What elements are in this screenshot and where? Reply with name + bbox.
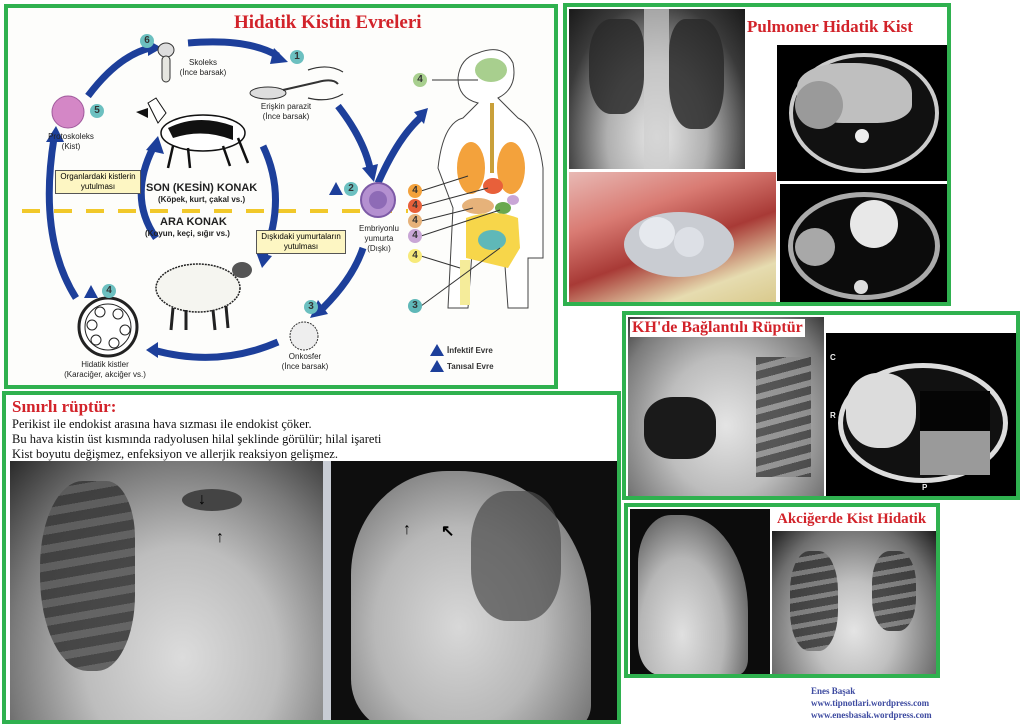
organ-marker-lung: 4 <box>408 184 422 198</box>
ct-label-c: C <box>830 353 836 362</box>
arrowhead-1 <box>270 48 288 64</box>
human-body-illustration <box>437 49 544 309</box>
pulmonary-panel: Pulmoner Hidatik Kist <box>563 3 951 306</box>
stage-label-egg: Embriyonlu yumurta(Dışkı) <box>358 224 399 253</box>
scolex-illustration <box>157 42 175 83</box>
credits: Enes Başak www.tipnotlari.wordpress.com … <box>811 685 932 721</box>
chest-xray-pa <box>569 9 745 169</box>
arrow-up-left-icon: ↖ <box>441 523 455 540</box>
arrow-6-to-1 <box>187 38 280 60</box>
arrowhead-4 <box>146 342 158 358</box>
chest-xray-pa-crescent: ↓ ↑ <box>10 461 323 720</box>
stage-label-scolex: Skoleks(İnce barsak) <box>179 58 227 77</box>
credit-site-1[interactable]: www.tipnotlari.wordpress.com <box>811 698 930 708</box>
stage-number-3: 3 <box>304 300 318 314</box>
protoscolex-illustration <box>51 95 85 129</box>
chest-xray-air-fluid <box>628 317 824 496</box>
stage-label-hydatid: Hidatik kistler(Karaciğer, akciğer vs.) <box>64 360 146 379</box>
bronchial-rupture-title: KH'de Bağlantılı Rüptür <box>630 319 805 337</box>
lifecycle-title: Hidatik Kistin Evreleri <box>234 12 422 33</box>
arrow-2-to-organs <box>374 115 423 185</box>
arrowhead-5 <box>46 126 64 142</box>
lifecycle-panel: Hidatik Kistin Evreleri <box>4 4 558 389</box>
organ-marker-intestine: 3 <box>408 299 422 313</box>
oncosphere-illustration <box>289 321 319 351</box>
pulmonary-title: Pulmoner Hidatik Kist <box>747 17 913 36</box>
ct-scan-lung-cyst <box>780 184 947 302</box>
note-organ-cysts: Organlardaki kistlerin yutulması <box>55 170 141 194</box>
stage-label-oncosphere: Onkosfer(İnce barsak) <box>281 352 329 371</box>
diagnostic-triangle-icon <box>84 285 98 298</box>
arrow-2-to-3 <box>320 246 367 311</box>
rupture-title: Sınırlı rüptür: <box>12 397 117 416</box>
infective-triangle-icon <box>329 182 343 195</box>
legend-diagnostic: Tanısal Evre <box>430 360 494 372</box>
arrow-4-to-5 <box>45 137 79 300</box>
organ-marker-spleen: 4 <box>408 229 422 243</box>
arrow-inner-up <box>137 146 159 241</box>
surgical-photo <box>569 172 776 302</box>
infective-triangle-icon <box>430 344 444 356</box>
rupture-line-2: Bu hava kistin üst kısmında radyolusen h… <box>12 432 382 446</box>
stage-number-1: 1 <box>290 50 304 64</box>
arrow-3-to-4 <box>152 338 280 361</box>
ct-label-p: P <box>922 483 928 492</box>
arrowhead-2 <box>362 164 378 182</box>
ct-scan-liver-cyst <box>777 45 947 181</box>
stage-label-adult: Erişkin parazit(İnce barsak) <box>260 102 312 121</box>
adult-worm-illustration <box>249 66 344 101</box>
chest-xray-lateral-crescent: ↑ ↖ <box>331 461 617 720</box>
ct-scan-air-fluid: C R P <box>826 333 1016 496</box>
stage-number-2: 2 <box>344 182 358 196</box>
rupture-line-1: Perikist ile endokist arasına hava sızma… <box>12 417 312 431</box>
bronchial-rupture-panel: KH'de Bağlantılı Rüptür C R P <box>622 311 1020 500</box>
arrow-1-to-2 <box>335 103 374 169</box>
rupture-panel: Sınırlı rüptür: Perikist ile endokist ar… <box>2 391 621 724</box>
credit-site-2[interactable]: www.enesbasak.wordpress.com <box>811 710 932 720</box>
sheep-illustration <box>155 262 252 331</box>
arrow-up-icon: ↑ <box>403 521 411 538</box>
diagnostic-triangle-icon <box>430 360 444 372</box>
organ-marker-liver: 4 <box>408 214 422 228</box>
intermediate-host-examples: (Koyun, keçi, sığır vs.) <box>145 229 230 238</box>
lung-cyst-panel: Akciğerde Kist Hidatik <box>624 503 940 678</box>
organ-marker-brain: 4 <box>413 73 427 87</box>
arrow-down-icon: ↓ <box>198 491 206 508</box>
lifecycle-arrows <box>22 38 544 361</box>
stage-number-5: 5 <box>90 104 104 118</box>
arrow-up-icon: ↑ <box>216 529 224 546</box>
arrowhead-inner-up <box>146 136 164 154</box>
rupture-description: Perikist ile endokist arasına hava sızma… <box>12 417 381 462</box>
rupture-line-3: Kist boyutu değişmez, enfeksiyon ve alle… <box>12 447 338 461</box>
legend: İnfektif Evre Tanısal Evre <box>430 344 494 372</box>
stage-label-protoscolex: Protoskoleks(Kist) <box>48 132 94 151</box>
ct-label-r: R <box>830 411 836 420</box>
stage-number-6: 6 <box>140 34 154 48</box>
stage-number-4: 4 <box>102 284 116 298</box>
chest-xray-pa-2 <box>772 531 936 674</box>
organ-marker-bone: 4 <box>408 249 422 263</box>
definitive-host-title: SON (KESİN) KONAK <box>146 182 258 194</box>
legend-infective: İnfektif Evre <box>430 344 494 356</box>
definitive-host-examples: (Köpek, kurt, çakal vs.) <box>158 195 246 204</box>
credit-author: Enes Başak <box>811 686 856 696</box>
dog-illustration <box>136 97 250 169</box>
arrowhead-inner-down <box>256 252 272 268</box>
organ-marker-heart: 4 <box>408 199 422 213</box>
chest-xray-lateral <box>630 509 770 674</box>
arrowhead-organs <box>414 108 428 124</box>
arrow-5-to-6 <box>85 44 151 99</box>
intermediate-host-title: ARA KONAK <box>160 216 227 228</box>
arrowhead-3 <box>310 300 328 318</box>
note-fecal-eggs: Dışkıdaki yumurtaların yutulması <box>256 230 346 254</box>
lung-cyst-title: Akciğerde Kist Hidatik <box>774 511 930 528</box>
